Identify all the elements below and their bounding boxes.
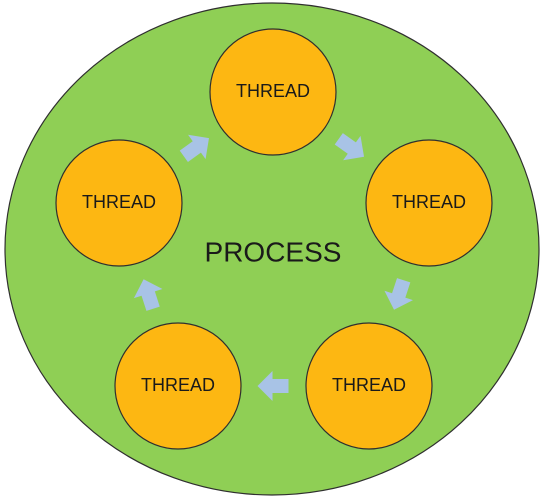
- flow-arrow-1: [334, 133, 365, 161]
- thread-node-1: THREAD: [209, 28, 337, 156]
- thread-node-3: THREAD: [305, 322, 433, 450]
- process-label: PROCESS: [205, 236, 342, 267]
- thread-label: THREAD: [141, 375, 215, 395]
- flow-arrows: [133, 133, 413, 401]
- flow-arrow-4: [133, 279, 163, 311]
- threads-group: THREAD THREAD THREAD THREAD THREAD: [55, 28, 493, 450]
- thread-node-2: THREAD: [365, 139, 493, 267]
- thread-circle: [365, 139, 493, 267]
- thread-label: THREAD: [392, 192, 466, 212]
- thread-node-5: THREAD: [55, 139, 183, 267]
- flow-arrow-5: [179, 134, 209, 162]
- thread-circle: [55, 139, 183, 267]
- flow-arrow-3: [257, 371, 289, 401]
- thread-circle: [209, 28, 337, 156]
- thread-label: THREAD: [236, 81, 310, 101]
- thread-label: THREAD: [82, 192, 156, 212]
- thread-circle: [305, 322, 433, 450]
- flow-arrow-2: [384, 278, 413, 310]
- thread-label: THREAD: [332, 375, 406, 395]
- thread-node-4: THREAD: [114, 322, 242, 450]
- thread-circle: [114, 322, 242, 450]
